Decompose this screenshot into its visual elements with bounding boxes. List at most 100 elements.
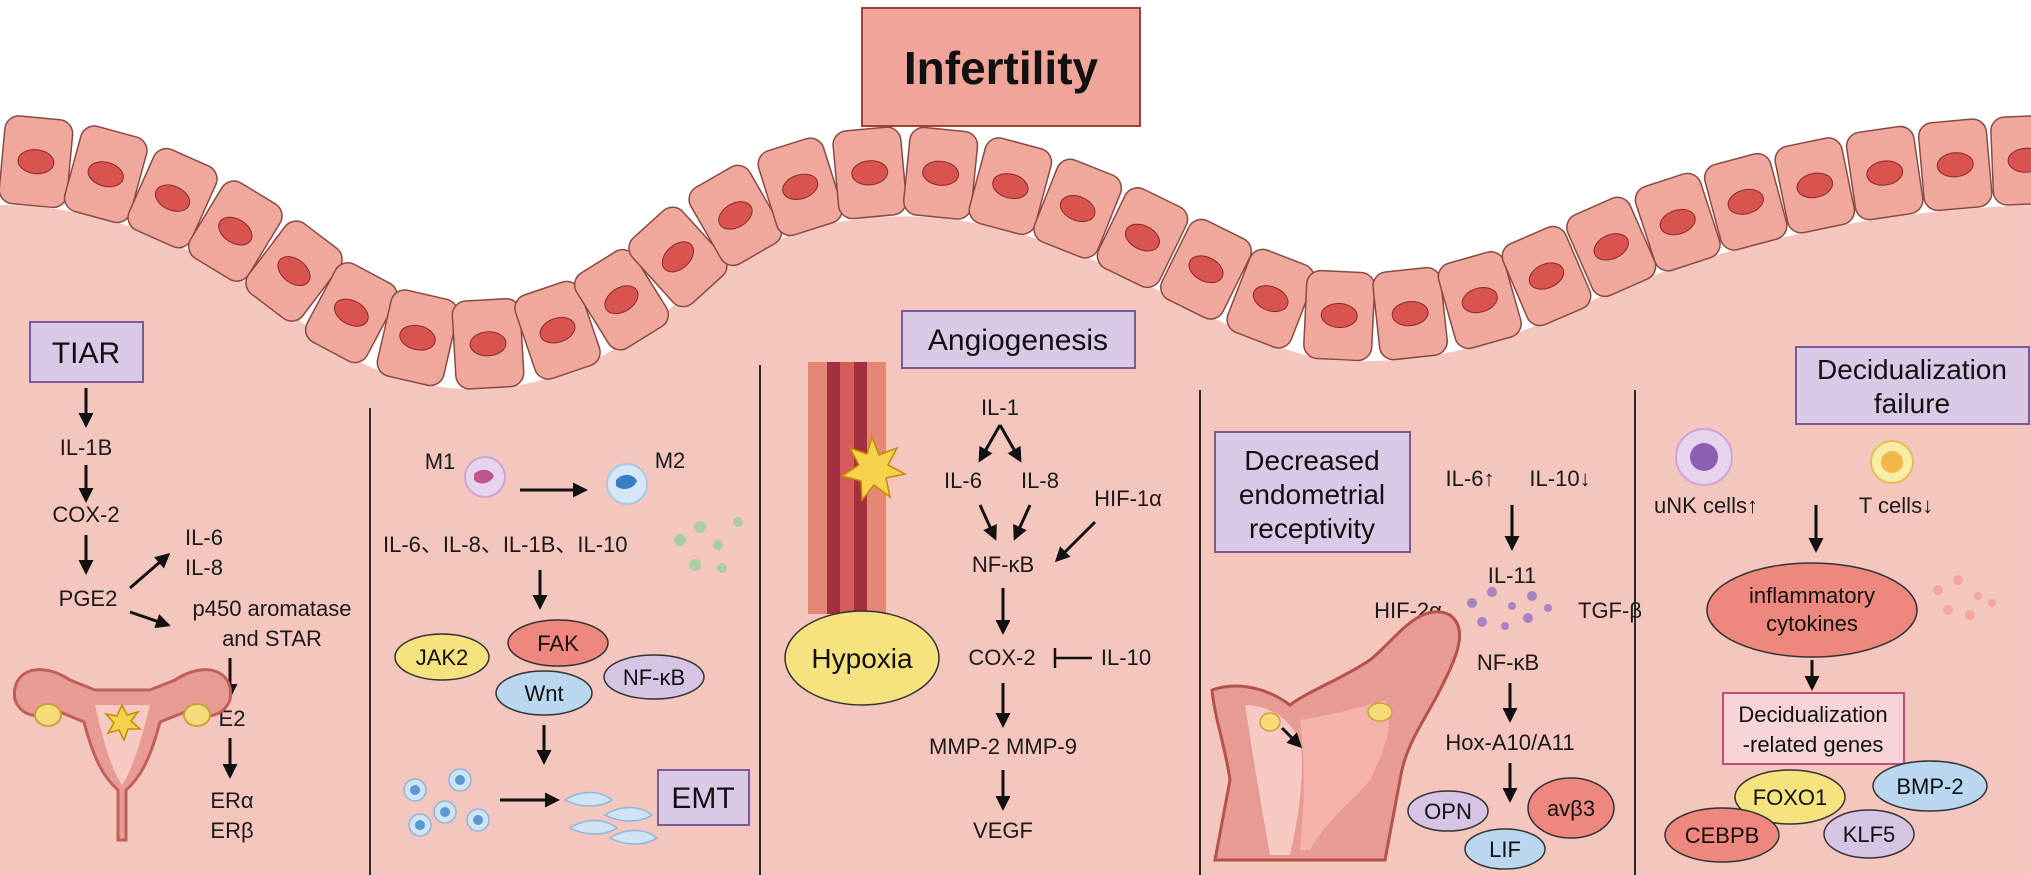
emt-nfkb: NF-κB (623, 665, 685, 690)
epithelial-cell (1774, 137, 1856, 234)
bmp2-oval (1872, 760, 1988, 812)
decid-inflam-line2: cytokines (1766, 611, 1858, 636)
angio-mmp: MMP-2 MMP-9 (929, 734, 1077, 759)
tiar-il1b: IL-1B (60, 435, 113, 460)
decid-bmp2: BMP-2 (1896, 774, 1963, 799)
angiogenesis-header: Angiogenesis (928, 324, 1108, 357)
hypoxia-oval (784, 610, 940, 706)
receptivity-section: Decreased endometrial receptivity IL-6↑ … (1210, 431, 1642, 870)
decid-klf5: KLF5 (1843, 822, 1896, 847)
tiar-aromatase-line1: p450 aromatase (193, 596, 352, 621)
recept-tgfb: TGF-β (1578, 598, 1642, 623)
epithelial-cell (1566, 196, 1657, 298)
uterus-section-illustration (1210, 610, 1461, 862)
epithelial-cell (1990, 114, 2031, 206)
tiar-arrow-il (129, 553, 171, 590)
emt-header: EMT (671, 782, 734, 815)
epithelial-cell (1372, 266, 1449, 361)
tiar-era: ERα (210, 788, 254, 813)
lif-oval (1464, 828, 1546, 870)
tiar-header-box (29, 321, 144, 383)
angio-arrow-hif (1054, 520, 1097, 563)
epithelial-cell (0, 115, 74, 209)
title-box (861, 7, 1141, 127)
epithelial-cell (1437, 251, 1522, 350)
epithelial-cell (1634, 172, 1721, 272)
recept-avb3: avβ3 (1547, 796, 1595, 821)
emt-cytokines: IL-6、IL-8、IL-1B、IL-10 (383, 532, 628, 557)
inflammatory-oval (1706, 562, 1918, 658)
angio-cox2: COX-2 (968, 645, 1035, 670)
epithelial-cell (902, 126, 979, 220)
epithelial-cell (628, 206, 728, 308)
receptivity-header-box (1214, 431, 1411, 553)
angio-il6: IL-6 (944, 468, 982, 493)
decid-cytokine-dots (1933, 575, 1996, 620)
recept-nfkb: NF-κB (1477, 650, 1539, 675)
epithelial-cell (688, 164, 783, 267)
recept-cytokine-dots (1467, 587, 1552, 630)
angio-il10: IL-10 (1101, 645, 1151, 670)
avb3-oval (1527, 777, 1615, 839)
angiogenesis-header-box (901, 310, 1136, 369)
emt-nfkb-oval (603, 654, 705, 700)
decid-inflam-line1: inflammatory (1749, 583, 1875, 608)
epithelial-cell (1845, 125, 1924, 221)
epithelial-cell (1917, 118, 1993, 212)
klf5-oval (1823, 809, 1915, 859)
tiar-section: TIAR IL-1B COX-2 PGE2 IL-6 IL-8 p450 aro… (13, 321, 352, 843)
epithelial-cell (1501, 225, 1592, 327)
recept-il10-down: IL-10↓ (1529, 466, 1590, 491)
receptivity-header-line3: receptivity (1249, 513, 1375, 544)
epithelial-cell (968, 137, 1053, 236)
angio-arrow-il6 (978, 424, 1002, 463)
epithelial-cell (1096, 187, 1189, 289)
epithelial-cell (1226, 248, 1315, 349)
angio-arrow-il8 (998, 424, 1022, 463)
tiar-cox2: COX-2 (52, 502, 119, 527)
recept-lif: LIF (1489, 837, 1521, 862)
page-title: Infertility (904, 42, 1099, 94)
tiar-erb: ERβ (210, 818, 253, 843)
receptivity-header-line1: Decreased (1244, 445, 1379, 476)
epithelial-cell (832, 126, 908, 220)
epithelial-layer (0, 114, 2031, 390)
fak-oval (507, 619, 609, 667)
epithelial-cell (1703, 152, 1788, 251)
tiar-il8: IL-8 (185, 555, 223, 580)
epithelial-cell (1160, 218, 1252, 320)
decidualization-section: Decidualization failure uNK cells↑ T cel… (1654, 346, 2030, 863)
tiar-il6: IL-6 (185, 525, 223, 550)
decid-unk: uNK cells↑ (1654, 493, 1758, 518)
angio-il1: IL-1 (981, 395, 1019, 420)
epithelial-cell (757, 137, 844, 237)
receptivity-header-line2: endometrial (1239, 479, 1385, 510)
epithelial-cell (63, 125, 148, 224)
opn-oval (1407, 790, 1489, 832)
recept-opn: OPN (1424, 799, 1472, 824)
epithelial-cell (573, 248, 670, 351)
decid-genes-line1: Decidualization (1738, 702, 1887, 727)
emt-m1: M1 (425, 449, 456, 474)
angio-hypoxia: Hypoxia (811, 643, 913, 674)
wnt-oval (495, 670, 593, 716)
recept-uterus-arrow (1280, 726, 1303, 749)
decid-genes-box (1722, 692, 1905, 765)
epithelial-cell (514, 280, 601, 380)
emt-section: M1 M2 IL-6、IL-8、IL-1B、IL-10 JAK2 FAK NF-… (383, 448, 750, 845)
title-group: Infertility (861, 7, 1141, 127)
emt-fak: FAK (537, 631, 579, 656)
tiar-pge2: PGE2 (59, 586, 118, 611)
tiar-header: TIAR (52, 337, 120, 370)
decid-header-box (1795, 346, 2030, 425)
angio-arrow-8nf (1013, 504, 1032, 541)
epithelial-cells-icon (403, 768, 490, 837)
decid-header-line1: Decidualization (1817, 354, 2007, 385)
decid-header-line2: failure (1874, 388, 1950, 419)
decid-cebpb: CEBPB (1685, 823, 1760, 848)
angio-vegf: VEGF (973, 818, 1033, 843)
epithelial-cell (127, 147, 218, 249)
epithelial-cell (187, 180, 283, 282)
